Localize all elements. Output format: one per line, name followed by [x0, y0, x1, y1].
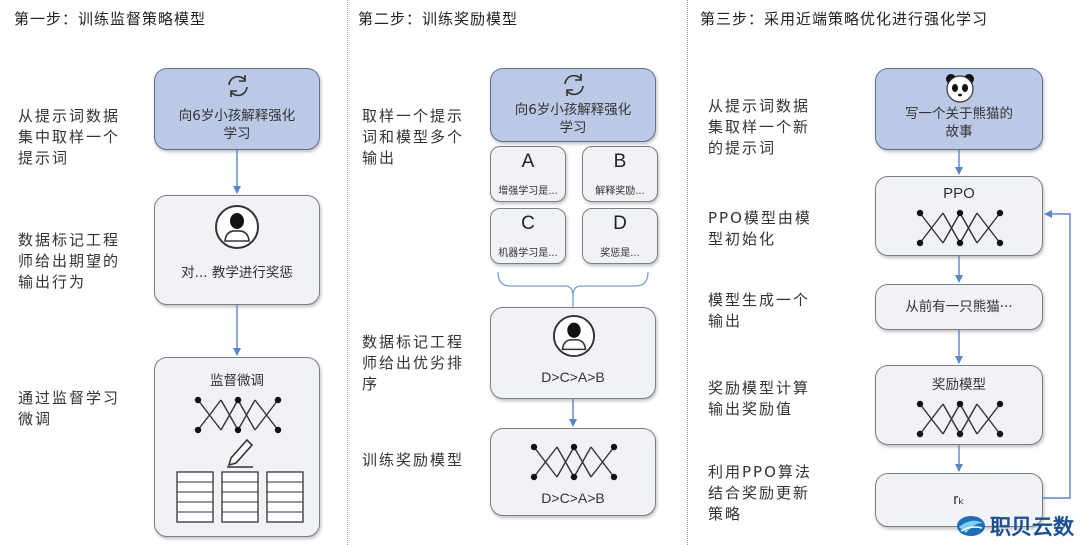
output-a-box: A 增强学习是... — [490, 146, 566, 202]
step2-prompt-line1: 向6岁小孩解释强化 — [514, 102, 632, 118]
output-d-letter: D — [613, 213, 627, 234]
neural-net-icon — [916, 209, 1004, 247]
neural-net-icon — [530, 443, 618, 481]
step2-rm-box: D>C>A>B — [490, 428, 656, 516]
output-b-box: B 解释奖励... — [582, 146, 658, 202]
step3-output-box: 从前有一只熊猫··· — [875, 284, 1043, 330]
arrow-s3-feedback — [1043, 210, 1071, 499]
step3-label-reward: 奖励模型计算输出奖励值 — [708, 379, 811, 418]
step3-label-generate: 模型生成一个输出 — [708, 291, 811, 330]
brand-name: 职贝云数 — [990, 515, 1074, 539]
step2-title: 第二步：训练奖励模型 — [358, 10, 519, 28]
step2-rm-ranking-text: D>C>A>B — [541, 490, 605, 506]
step1-sft-text: 监督微调 — [210, 373, 264, 389]
step2-label-train: 训练奖励模型 — [362, 451, 465, 469]
step1-prompt-line1: 向6岁小孩解释强化 — [178, 108, 296, 124]
step3-label-sample: 从提示词数据集取样一个新的提示词 — [708, 97, 811, 157]
step1-sft-box: 监督微调 — [154, 357, 320, 537]
step3-prompt-line1: 写一个关于熊猫的 — [905, 106, 1013, 122]
labeler-person-icon — [552, 314, 596, 358]
refresh-icon — [228, 75, 248, 97]
neural-net-icon — [916, 400, 1004, 438]
step3-label-init: PPO模型由模型初始化 — [708, 209, 812, 248]
step-divider-2 — [687, 0, 688, 545]
step2-prompt-box: 向6岁小孩解释强化学习 — [490, 68, 656, 142]
step2-label-rank: 数据标记工程师给出优劣排序 — [362, 333, 465, 393]
step3-output-text: 从前有一只熊猫··· — [905, 299, 1013, 315]
step1-title: 第一步：训练监督策略模型 — [14, 10, 207, 28]
brand-logo-icon — [957, 516, 985, 536]
step3-rm-text: 奖励模型 — [932, 377, 986, 393]
step3-reward-text: rₖ — [953, 491, 965, 508]
output-c-letter: C — [521, 213, 535, 234]
labeler-person-icon — [215, 205, 259, 249]
step3-prompt-box: 写一个关于熊猫的故事 — [875, 68, 1043, 150]
output-a-letter: A — [521, 151, 535, 172]
output-c-text: 机器学习是... — [498, 248, 558, 259]
refresh-icon — [564, 74, 584, 96]
step3-ppo-box: PPO — [875, 176, 1043, 256]
output-a-text: 增强学习是... — [498, 186, 558, 197]
step3-ppo-text: PPO — [943, 185, 975, 202]
data-table-icon — [176, 471, 304, 523]
output-bracket — [497, 271, 649, 297]
step1-prompt-box: 向6岁小孩解释强化学习 — [154, 68, 320, 150]
step3-reward-box: rₖ — [875, 473, 1043, 527]
step1-label-labeler: 数据标记工程师给出期望的输出行为 — [18, 231, 121, 291]
step2-label-sample: 取样一个提示词和模型多个输出 — [362, 107, 465, 167]
panda-icon — [946, 74, 974, 103]
step1-labeler-text: 对... 教学进行奖惩 — [181, 265, 293, 281]
step-divider-1 — [347, 0, 348, 545]
output-c-box: C 机器学习是... — [490, 208, 566, 264]
step3-prompt-line2: 故事 — [945, 124, 973, 140]
output-d-box: D 奖惩是... — [582, 208, 658, 264]
step3-rm-box: 奖励模型 — [875, 365, 1043, 445]
step2-ranking-text: D>C>A>B — [541, 369, 605, 385]
step2-prompt-line2: 学习 — [559, 120, 587, 136]
step1-label-finetune: 通过监督学习微调 — [18, 389, 121, 428]
neural-net-icon — [194, 396, 282, 434]
output-b-text: 解释奖励... — [595, 186, 645, 197]
pencil-icon — [227, 438, 254, 468]
step3-title: 第三步：采用近端策略优化进行强化学习 — [700, 10, 989, 28]
step1-prompt-line2: 学习 — [223, 126, 251, 142]
step1-label-sample: 从提示词数据集中取样一个提示词 — [18, 107, 121, 167]
step3-label-update: 利用PPO算法结合奖励更新策略 — [708, 463, 812, 523]
output-d-text: 奖惩是... — [600, 248, 640, 259]
step1-labeler-box: 对... 教学进行奖惩 — [154, 195, 320, 305]
output-b-letter: B — [613, 151, 627, 172]
brand-watermark: 职贝云数 — [956, 511, 1074, 541]
step2-rank-box: D>C>A>B — [490, 307, 656, 399]
